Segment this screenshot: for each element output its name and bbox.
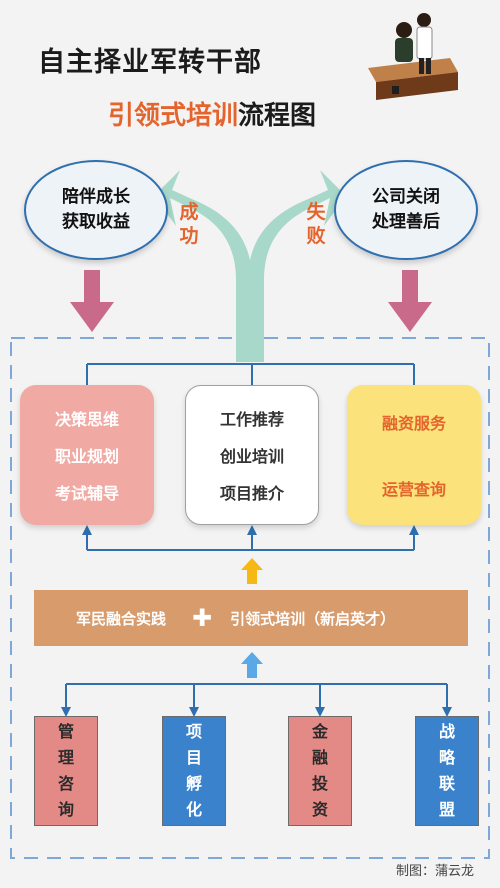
service-item: 职业规划 xyxy=(54,446,119,466)
failure-label: 失 败 xyxy=(305,200,327,248)
outcome-success-ellipse: 陪伴成长 获取收益 xyxy=(24,160,168,260)
foundation-char: 联 xyxy=(438,774,455,793)
service-item: 创业培训 xyxy=(219,446,284,466)
outcome-failure-ellipse: 公司关闭 处理善后 xyxy=(334,160,478,260)
foundation-char: 项 xyxy=(185,722,202,741)
service-item: 融资服务 xyxy=(381,413,446,433)
office-workers-illustration xyxy=(368,13,458,100)
outcome-line: 公司关闭 xyxy=(372,187,440,207)
page-title: 自主择业军转干部 xyxy=(38,47,262,78)
arrow-up-icon xyxy=(241,652,263,678)
foundation-char: 孵 xyxy=(185,774,202,793)
foundation-box-incubation: 项 目 孵 化 xyxy=(162,716,226,826)
split-arrow-icon xyxy=(154,170,346,362)
outcome-line: 处理善后 xyxy=(372,212,440,232)
outcome-line: 陪伴成长 xyxy=(62,187,130,207)
author-credit: 制图：蒲云龙 xyxy=(395,864,474,879)
foundation-char: 融 xyxy=(311,748,328,767)
foundation-char: 化 xyxy=(185,800,202,819)
top-connector xyxy=(86,363,415,385)
foundation-box-alliance: 战 略 联 盟 xyxy=(415,716,479,826)
foundation-char: 询 xyxy=(57,800,74,819)
subtitle-rest: 流程图 xyxy=(238,101,317,131)
service-item: 决策思维 xyxy=(54,409,119,429)
foundation-char: 咨 xyxy=(57,774,74,793)
plus-icon: ✚ xyxy=(192,604,213,632)
banner-left-text: 军民融合实践 xyxy=(76,609,167,628)
foundation-char: 资 xyxy=(311,800,328,819)
success-label-char: 成 xyxy=(179,201,199,223)
foundation-char: 金 xyxy=(311,722,328,741)
arrow-up-icon xyxy=(241,558,263,584)
success-label-char: 功 xyxy=(179,225,199,247)
foundation-char: 盟 xyxy=(438,800,455,819)
bottom-connector xyxy=(61,683,452,717)
arrow-down-icon xyxy=(388,270,432,332)
core-banner: 军民融合实践 ✚ 引领式培训（新启英才） xyxy=(34,590,468,646)
service-box-work: 工作推荐 创业培训 项目推介 xyxy=(185,385,319,525)
foundation-char: 投 xyxy=(311,774,328,793)
service-item: 项目推介 xyxy=(219,483,284,503)
foundation-char: 管 xyxy=(57,722,74,741)
arrow-down-icon xyxy=(70,270,114,332)
service-box-finance: 融资服务 运营查询 xyxy=(347,385,481,525)
subtitle-accent: 引领式培训 xyxy=(108,101,239,131)
service-box-decision: 决策思维 职业规划 考试辅导 xyxy=(20,385,154,525)
foundation-char: 理 xyxy=(57,748,74,767)
foundation-char: 目 xyxy=(185,748,202,767)
foundation-box-management: 管 理 咨 询 xyxy=(34,716,98,826)
mid-connector xyxy=(82,525,419,551)
page-subtitle: 引领式培训流程图 xyxy=(108,95,316,132)
failure-label-char: 失 xyxy=(306,201,326,223)
banner-right-text: 引领式培训（新启英才） xyxy=(230,609,396,628)
service-item: 工作推荐 xyxy=(219,410,284,430)
foundation-char: 略 xyxy=(438,748,455,767)
service-item: 运营查询 xyxy=(381,480,446,500)
foundation-box-investment: 金 融 投 资 xyxy=(288,716,352,826)
service-item: 考试辅导 xyxy=(54,484,119,504)
outcome-line: 获取收益 xyxy=(62,212,130,232)
failure-label-char: 败 xyxy=(306,225,326,247)
success-label: 成 功 xyxy=(178,200,200,248)
foundation-char: 战 xyxy=(438,722,455,741)
